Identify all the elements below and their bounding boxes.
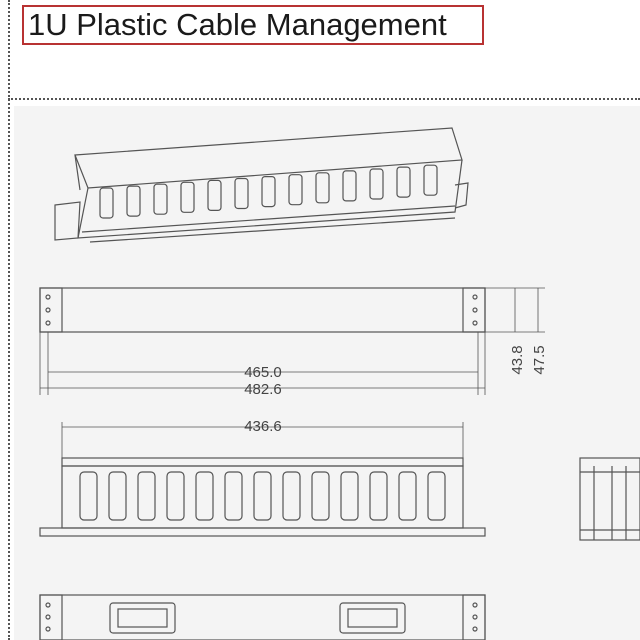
isometric-slot	[126, 185, 141, 217]
isometric-slot	[288, 174, 303, 206]
front-finger-slot	[79, 471, 98, 521]
front-finger-slot	[224, 471, 243, 521]
page-title-text: 1U Plastic Cable Management	[28, 7, 447, 42]
dim-height-large: 47.5	[531, 345, 548, 374]
isometric-slot	[234, 177, 249, 210]
isometric-view	[54, 127, 469, 243]
front-finger-slot	[340, 471, 359, 521]
isometric-slot	[207, 179, 222, 211]
front-view	[39, 422, 486, 537]
dim-height-small: 43.8	[509, 345, 526, 374]
front-finger-slot	[369, 471, 388, 521]
front-finger-slot	[427, 471, 446, 521]
isometric-slot	[180, 181, 195, 213]
bottom-view	[39, 594, 486, 640]
isometric-slot	[423, 164, 438, 196]
page-title: 1U Plastic Cable Management	[22, 5, 484, 45]
isometric-slot	[369, 168, 384, 200]
front-finger-slot	[282, 471, 301, 521]
dim-width-overall: 482.6	[244, 381, 282, 398]
front-finger-slot	[108, 471, 127, 521]
dim-width-inner: 465.0	[244, 364, 282, 381]
front-finger-slot	[253, 471, 272, 521]
isometric-slot	[153, 183, 168, 215]
left-mounting-holes	[45, 294, 51, 326]
front-finger-slot	[137, 471, 156, 521]
isometric-slot	[261, 176, 276, 208]
dotted-frame-top	[8, 98, 640, 100]
isometric-slot	[315, 172, 330, 204]
isometric-slot	[396, 166, 411, 198]
isometric-slot	[342, 170, 357, 202]
side-view	[579, 457, 640, 541]
dotted-frame-left	[8, 0, 10, 640]
right-mounting-holes	[472, 294, 478, 326]
front-finger-slot	[311, 471, 330, 521]
top-view	[39, 287, 545, 395]
front-finger-slot	[195, 471, 214, 521]
front-finger-slot	[398, 471, 417, 521]
dim-finger-span: 436.6	[244, 418, 282, 435]
front-finger-slot	[166, 471, 185, 521]
drawing-area	[14, 106, 640, 640]
isometric-slot	[99, 187, 114, 219]
